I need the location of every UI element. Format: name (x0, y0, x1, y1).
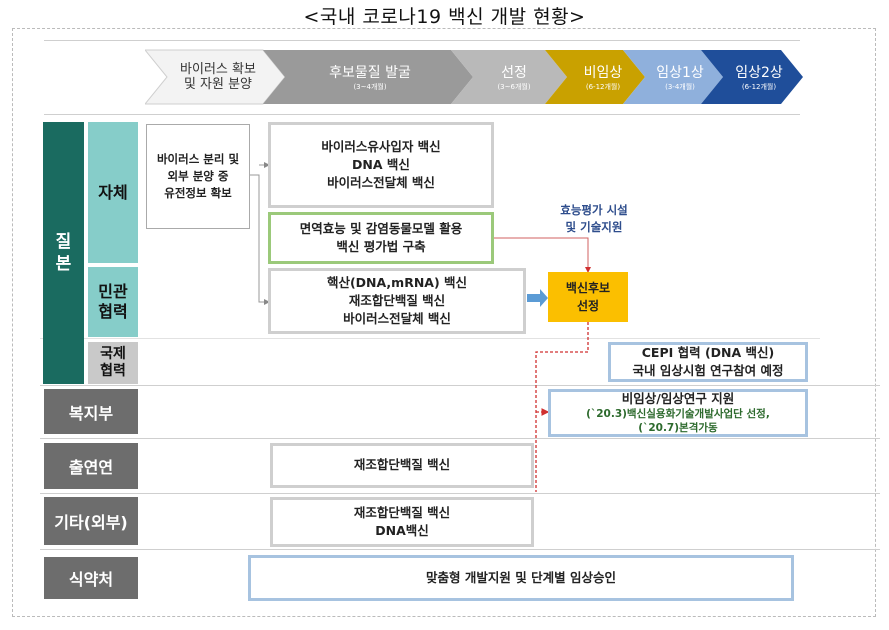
row-separator-5 (40, 549, 880, 550)
row-label-msit: 출연연 (44, 443, 138, 489)
row-separator-4 (40, 493, 880, 494)
row-label-public-private: 민관 협력 (88, 267, 138, 337)
isolation-connector (250, 174, 270, 305)
mohw-support-detail: (`20.3)백신실용화기술개발사업단 선정, (`20.7)본격가동 (586, 408, 770, 435)
virus-isolation-box: 바이러스 분리 및 외부 분양 중 유전정보 확보 (146, 124, 250, 229)
efficacy-support-note: 효능평가 시설 및 기술지원 (560, 203, 628, 235)
row-separator-1 (40, 338, 820, 339)
other-vaccine-box: 재조합단백질 백신 DNA백신 (270, 497, 534, 547)
stage-label-6: 임상2상(6-12개월) (735, 64, 783, 92)
stage-arrow-bar (145, 49, 803, 105)
row-label-mohw: 복지부 (44, 389, 138, 434)
stage-label-2: 후보물질 발굴(3~4개월) (329, 64, 411, 92)
cepi-cooperation-box: CEPI 협력 (DNA 백신) 국내 임상시험 연구참여 예정 (608, 342, 808, 382)
evaluation-to-selection (493, 237, 591, 273)
stage-arrow-3 (451, 50, 567, 104)
row-separator-2 (40, 385, 880, 386)
msit-vaccine-box: 재조합단백질 백신 (270, 443, 534, 488)
stage-label-5: 임상1상(3-4개월) (656, 64, 704, 92)
blue-arrow-icon (527, 289, 548, 307)
page-title: <국내 코로나19 백신 개발 현황> (303, 6, 586, 28)
partnership-vaccine-box: 핵산(DNA,mRNA) 백신 재조합단백질 백신 바이러스전달체 백신 (268, 268, 526, 334)
stage-label-1: 바이러스 확보 및 자원 분양 (180, 62, 256, 92)
row-label-other: 기타(외부) (44, 497, 138, 545)
mfds-approval-box: 맞춤형 개발지원 및 단계별 임상승인 (248, 555, 794, 601)
stage-arrow-2 (263, 50, 473, 104)
stage-label-3: 선정(3~6개월) (497, 64, 531, 92)
stage-label-4: 비임상(6-12개월) (583, 64, 623, 92)
self-vaccine-candidates-box: 바이러스유사입자 백신 DNA 백신 바이러스전달체 백신 (268, 122, 494, 208)
stage-arrow-5 (623, 50, 723, 104)
stage-arrow-6 (701, 50, 803, 104)
candidate-selection-box: 백신후보 선정 (548, 272, 628, 322)
row-label-mfds: 식약처 (44, 557, 138, 599)
diagram-frame (12, 28, 876, 617)
stage-arrow-4 (545, 50, 645, 104)
row-label-international: 국제 협력 (88, 342, 138, 384)
evaluation-method-box: 면역효능 및 감염동물모델 활용 백신 평가법 구축 (268, 212, 494, 264)
selection-dashed-path (535, 322, 589, 492)
header-bottom-line (44, 114, 800, 115)
row-separator-3 (40, 438, 880, 439)
mohw-support-box: 비임상/임상연구 지원 (`20.3)백신실용화기술개발사업단 선정, (`20… (548, 389, 808, 437)
row-label-kdca: 질 본 (43, 122, 84, 384)
row-label-self: 자체 (88, 122, 138, 263)
mohw-support-title: 비임상/임상연구 지원 (621, 391, 735, 407)
header-top-line (44, 40, 800, 41)
